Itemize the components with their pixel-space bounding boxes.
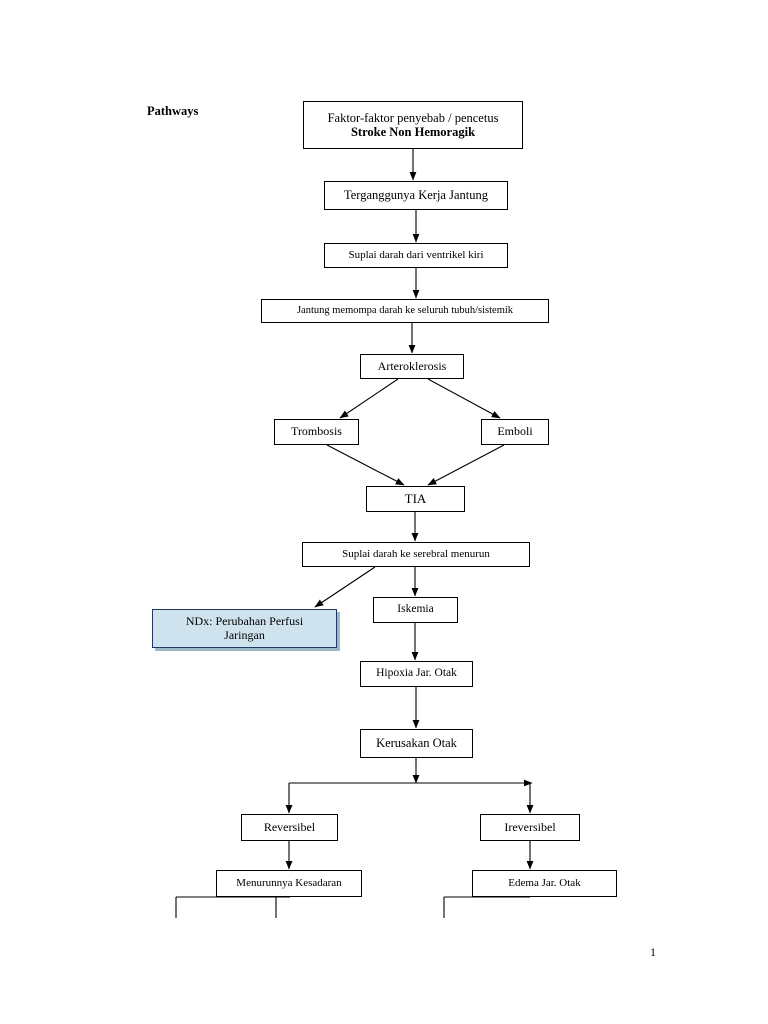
node-label: Hipoxia Jar. Otak — [376, 667, 457, 680]
node-label: Arteroklerosis — [377, 358, 447, 373]
node-label: Reversibel — [263, 819, 316, 834]
page-number: 1 — [650, 945, 656, 959]
node-hipoxia-jar-otak[interactable]: Hipoxia Jar. Otak — [360, 661, 473, 687]
node-ireversibel[interactable]: Ireversibel — [480, 814, 580, 841]
node-suplai-darah-serebral-menurun[interactable]: Suplai darah ke serebral menurun — [302, 542, 530, 567]
node-line-1: Faktor-faktor penyebab / pencetus — [327, 110, 499, 125]
node-label: Emboli — [497, 424, 533, 439]
node-terganggunya-kerja-jantung[interactable]: Terganggunya Kerja Jantung — [324, 181, 508, 210]
node-menurunnya-kesadaran[interactable]: Menurunnya Kesadaran — [216, 870, 362, 897]
node-ndx-perubahan-perfusi-jaringan[interactable]: NDx: Perubahan Perfusi Jaringan — [152, 609, 337, 648]
node-label: Ireversibel — [504, 819, 556, 834]
node-reversibel[interactable]: Reversibel — [241, 814, 338, 841]
node-label: Jantung memompa darah ke seluruh tubuh/s… — [296, 304, 514, 316]
node-tia[interactable]: TIA — [366, 486, 465, 512]
node-line-2: Stroke Non Hemoragik — [350, 125, 476, 139]
node-label: Edema Jar. Otak — [508, 877, 581, 890]
node-label: Menurunnya Kesadaran — [236, 877, 342, 890]
node-arteroklerosis[interactable]: Arteroklerosis — [360, 354, 464, 379]
node-line-2: Jaringan — [224, 627, 265, 642]
node-label: Suplai darah ke serebral menurun — [342, 548, 490, 561]
node-iskemia[interactable]: Iskemia — [373, 597, 458, 623]
node-label: Iskemia — [397, 603, 434, 616]
node-line-1: NDx: Perubahan Perfusi — [185, 613, 304, 628]
node-label: Trombosis — [291, 424, 342, 439]
node-faktor-penyebab[interactable]: Faktor-faktor penyebab / pencetus Stroke… — [303, 101, 523, 149]
node-label: TIA — [404, 490, 427, 506]
node-edema-jar-otak[interactable]: Edema Jar. Otak — [472, 870, 617, 897]
node-label: Terganggunya Kerja Jantung — [344, 188, 488, 203]
node-emboli[interactable]: Emboli — [481, 419, 549, 445]
node-suplai-darah-ventrikel-kiri[interactable]: Suplai darah dari ventrikel kiri — [324, 243, 508, 268]
node-label: Suplai darah dari ventrikel kiri — [348, 249, 484, 262]
node-trombosis[interactable]: Trombosis — [274, 419, 359, 445]
node-jantung-memompa-darah[interactable]: Jantung memompa darah ke seluruh tubuh/s… — [261, 299, 549, 323]
node-kerusakan-otak[interactable]: Kerusakan Otak — [360, 729, 473, 758]
node-label: Kerusakan Otak — [376, 736, 457, 751]
page-title: Pathways — [147, 104, 199, 118]
